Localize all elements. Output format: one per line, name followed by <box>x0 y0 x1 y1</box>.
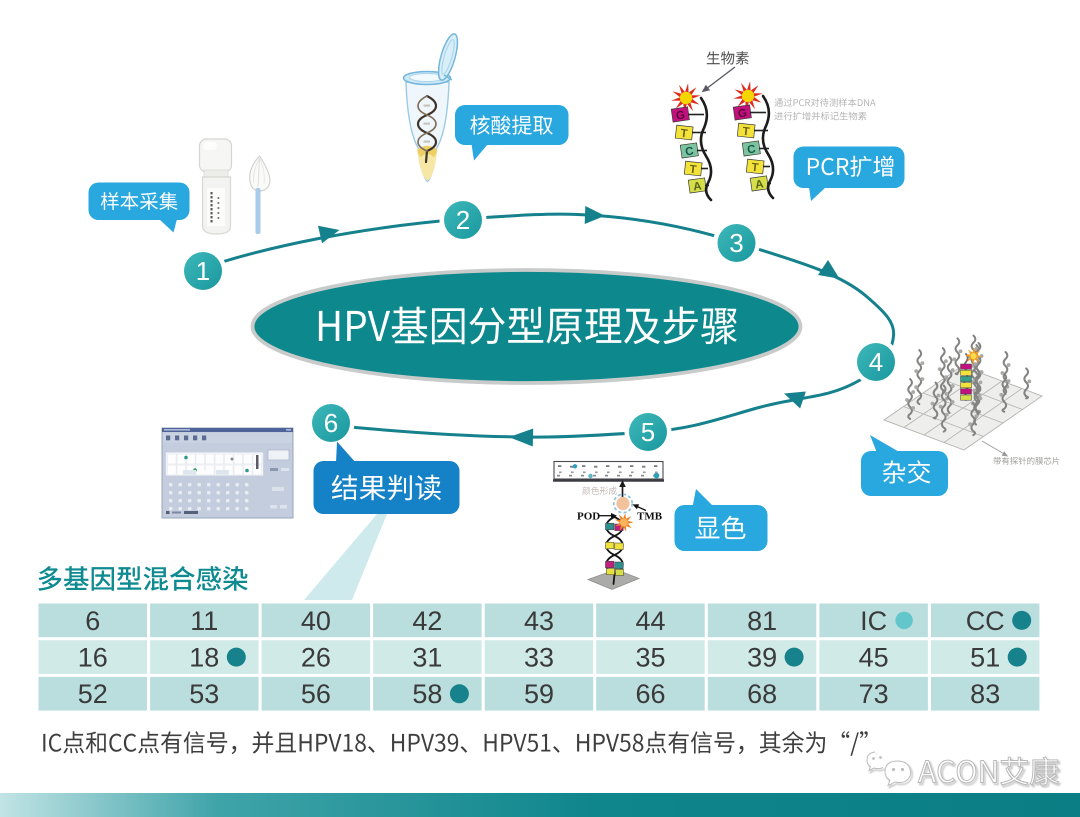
svg-text:TMB: TMB <box>637 511 663 523</box>
svg-text:6: 6 <box>85 606 100 636</box>
svg-text:11: 11 <box>190 606 218 636</box>
svg-text:POD: POD <box>577 511 600 523</box>
svg-text:68: 68 <box>747 679 777 709</box>
svg-text:1: 1 <box>196 256 210 286</box>
svg-text:42: 42 <box>412 606 442 636</box>
svg-text:53: 53 <box>189 679 219 709</box>
svg-text:3: 3 <box>729 228 743 258</box>
svg-text:66: 66 <box>635 679 665 709</box>
svg-text:73: 73 <box>859 679 889 709</box>
svg-text:2: 2 <box>456 205 470 235</box>
svg-text:16: 16 <box>78 643 108 673</box>
svg-text:A: A <box>755 178 765 191</box>
svg-text:83: 83 <box>970 679 1000 709</box>
svg-text:T: T <box>751 162 759 175</box>
svg-text:T: T <box>742 126 750 139</box>
svg-text:59: 59 <box>524 679 554 709</box>
svg-text:C: C <box>685 145 695 158</box>
svg-text:6: 6 <box>324 408 338 438</box>
svg-text:T: T <box>680 128 688 141</box>
svg-text:52: 52 <box>78 679 108 709</box>
svg-text:43: 43 <box>524 606 554 636</box>
svg-text:G: G <box>675 109 686 122</box>
svg-text:44: 44 <box>635 606 665 636</box>
svg-text:40: 40 <box>301 606 331 636</box>
svg-text:58: 58 <box>412 679 442 709</box>
svg-text:18: 18 <box>189 643 219 673</box>
svg-text:A: A <box>693 180 703 193</box>
svg-text:C: C <box>747 143 757 156</box>
svg-text:56: 56 <box>301 679 331 709</box>
svg-text:IC: IC <box>860 606 887 636</box>
svg-text:45: 45 <box>859 643 889 673</box>
svg-text:31: 31 <box>412 643 442 673</box>
svg-text:4: 4 <box>869 347 883 377</box>
svg-text:81: 81 <box>747 606 777 636</box>
svg-text:33: 33 <box>524 643 554 673</box>
svg-text:T: T <box>689 164 697 177</box>
svg-text:G: G <box>737 107 748 120</box>
svg-text:26: 26 <box>301 643 331 673</box>
svg-text:35: 35 <box>635 643 665 673</box>
svg-text:5: 5 <box>641 417 655 447</box>
svg-text:51: 51 <box>970 643 1000 673</box>
svg-text:39: 39 <box>747 643 777 673</box>
svg-text:CC: CC <box>966 606 1005 636</box>
